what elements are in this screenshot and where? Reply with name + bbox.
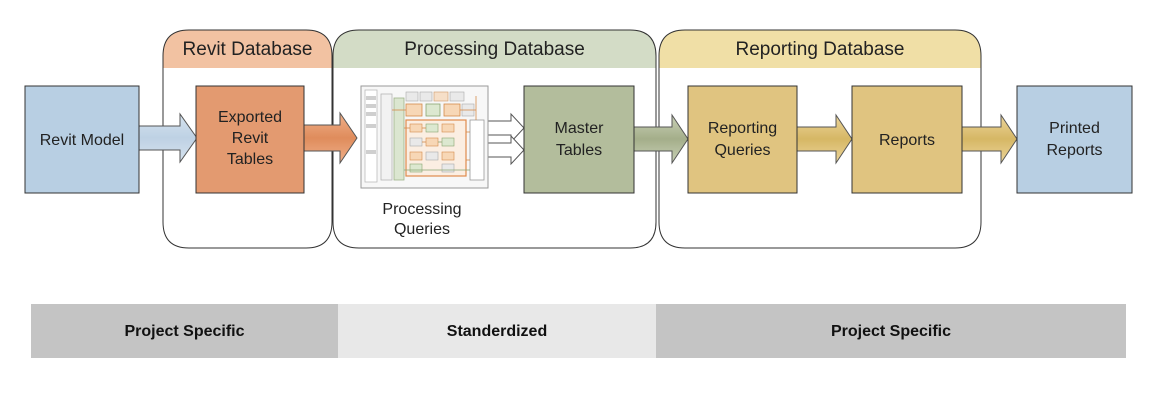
query-diagram-thumbnail-icon xyxy=(360,85,489,189)
arrow-model-to-exported xyxy=(137,112,198,164)
processing-database-header xyxy=(333,30,656,68)
printed-reports-line-2: Reports xyxy=(1046,142,1102,159)
master-tables-box: Master Tables xyxy=(523,85,635,194)
processing-database-title: Processing Database xyxy=(404,39,585,60)
band-right-label: Project Specific xyxy=(831,323,951,340)
reporting-database-header xyxy=(659,30,981,68)
master-tables-line-1: Master xyxy=(555,120,605,137)
processing-database-container: Processing Database xyxy=(332,29,657,249)
standardized-band: Standerdized xyxy=(338,304,656,358)
project-specific-band-right: Project Specific xyxy=(656,304,1126,358)
reporting-queries-box: Reporting Queries xyxy=(687,85,798,194)
project-specific-band-left: Project Specific xyxy=(31,304,338,358)
exported-revit-tables-box: Exported Revit Tables xyxy=(195,85,305,194)
band-left-label: Project Specific xyxy=(124,323,244,340)
printed-reports-box: Printed Reports xyxy=(1016,85,1133,194)
exported-tables-line-1: Exported xyxy=(218,109,282,126)
arrow-exported-to-processing xyxy=(303,111,358,165)
printed-reports-line-1: Printed xyxy=(1049,120,1100,137)
revit-database-header xyxy=(163,30,332,68)
reports-label: Reports xyxy=(879,132,935,149)
reports-box: Reports xyxy=(851,85,963,194)
reporting-database-title: Reporting Database xyxy=(736,39,905,60)
band-middle-label: Standerdized xyxy=(447,323,547,340)
revit-database-container: Revit Database xyxy=(162,29,333,249)
reporting-queries-line-2: Queries xyxy=(714,142,770,159)
exported-tables-line-2: Revit xyxy=(232,130,269,147)
revit-model-label: Revit Model xyxy=(40,132,124,149)
arrow-master-to-reporting xyxy=(633,113,689,165)
exported-tables-line-3: Tables xyxy=(227,151,273,168)
arrow-processing-to-master-top xyxy=(487,112,525,144)
master-tables-line-2: Tables xyxy=(556,142,602,159)
revit-model-box: Revit Model xyxy=(24,85,140,194)
revit-database-title: Revit Database xyxy=(183,39,313,60)
processing-queries-line-2: Queries xyxy=(394,221,450,238)
arrow-reports-to-printed xyxy=(960,113,1018,165)
reporting-database-container: Reporting Database xyxy=(658,29,982,249)
processing-queries-line-1: Processing xyxy=(382,201,461,218)
reporting-queries-line-1: Reporting xyxy=(708,120,777,137)
arrow-processing-to-master-bottom xyxy=(487,134,525,166)
arrow-queries-to-reports xyxy=(796,113,853,165)
